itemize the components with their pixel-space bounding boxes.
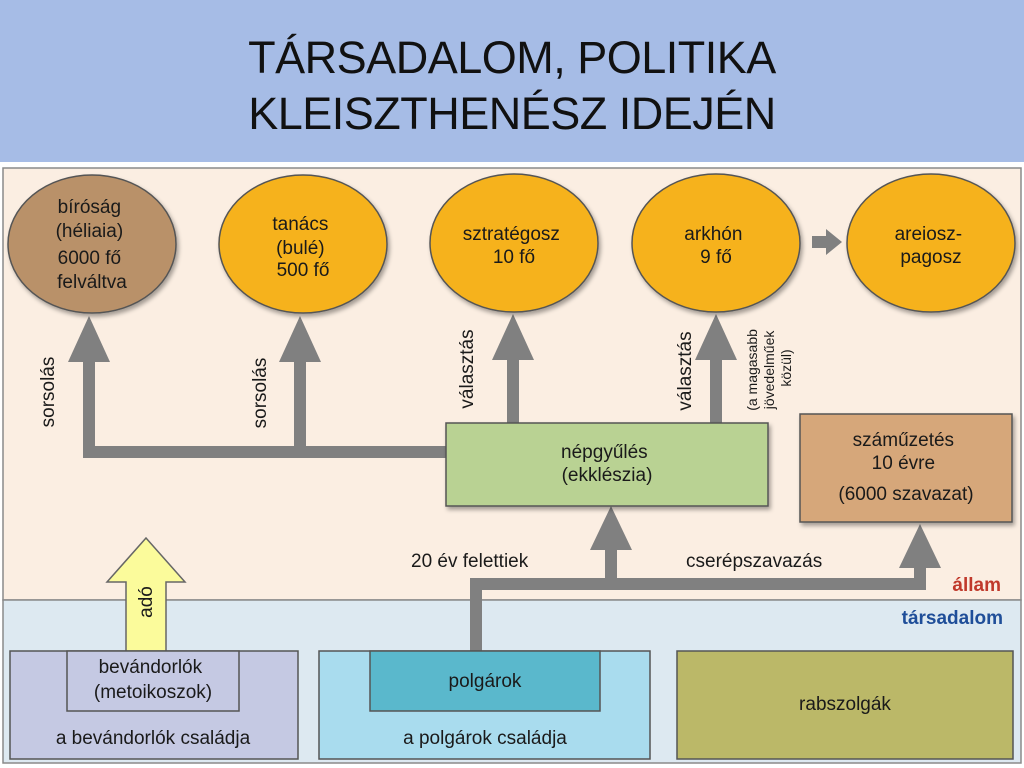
rabszolgak-label: rabszolgák	[799, 694, 891, 715]
sztrategosz-circle: sztratégosz 10 fő	[429, 173, 599, 313]
svg-text:areiosz- pagosz: areiosz- pagosz	[895, 224, 968, 268]
polgarok-label: polgárok	[449, 671, 522, 692]
tarsadalom-label: társadalom	[902, 608, 1003, 629]
allam-label: állam	[952, 575, 1001, 596]
ado-label: adó	[136, 586, 157, 618]
areiopagosz-line-2: pagosz	[900, 247, 961, 268]
nepgyules-box: népgyűlés (ekklészia)	[445, 422, 769, 507]
sorsolas-label-1: sorsolás	[38, 357, 59, 428]
bevandorlok-family-box: bevándorlók (metoikoszok) a bevándorlók …	[9, 650, 299, 760]
nepgyules-line-2: (ekklészia)	[562, 465, 653, 486]
tanacs-line-3: 500 fő	[277, 260, 330, 281]
birosag-line-1: bíróság	[58, 197, 121, 218]
ado-arrow	[105, 536, 187, 653]
areiopagosz-line-1: areiosz-	[895, 224, 963, 245]
bevandorlok-line-2: (metoikoszok)	[94, 682, 212, 703]
birosag-circle: bíróság (héliaia) 6000 fő felváltva	[7, 174, 177, 314]
areiopagosz-circle: areiosz- pagosz	[846, 173, 1016, 313]
arrow-network	[68, 229, 941, 656]
szamuzetes-line-2: 10 évre	[872, 453, 935, 474]
title-line-1: TÁRSADALOM, POLITIKA	[248, 32, 776, 83]
arkhon-note-line-2: jövedelműek	[761, 330, 777, 411]
sorsolas-label-2: sorsolás	[250, 358, 271, 429]
arkhon-line-1: arkhón	[684, 224, 742, 245]
bevandorlok-csaladja-label: a bevándorlók családja	[56, 728, 251, 749]
arkhon-note-line-3: közül)	[778, 349, 794, 386]
svg-text:tanács (bulé) 500: tanács (bulé) 500 fő	[272, 214, 333, 281]
valasztas-label-2: választás	[675, 331, 696, 410]
valasztas-label-1: választás	[457, 329, 478, 408]
tanacs-circle: tanács (bulé) 500 fő	[218, 174, 388, 314]
header-band	[0, 0, 1024, 162]
nepgyules-line-1: népgyűlés	[561, 442, 648, 463]
tanacs-line-1: tanács	[272, 214, 328, 235]
svg-text:bevándorlók (metoikoszok: bevándorlók (metoikoszok)	[94, 657, 212, 703]
page-title: TÁRSADALOM, POLITIKA KLEISZTHENÉSZ IDEJÉ…	[0, 30, 1024, 142]
svg-text:bíróság (héliaia): bíróság (héliaia) 6000 fő felváltva	[56, 197, 129, 293]
szamuzetes-line-1: száműzetés	[853, 430, 954, 451]
sztrategosz-line-2: 10 fő	[493, 247, 535, 268]
arkhon-circle: arkhón 9 fő	[631, 173, 801, 313]
tanacs-line-2: (bulé)	[276, 238, 325, 259]
szamuzetes-line-3: (6000 szavazat)	[838, 484, 973, 505]
arkhon-line-2: 9 fő	[700, 247, 732, 268]
svg-text:száműzetés 10 évre: száműzetés 10 évre (6000 szavazat)	[838, 430, 973, 505]
title-line-2: KLEISZTHENÉSZ IDEJÉN	[248, 88, 776, 139]
arkhon-note: (a magasabb jövedelműek közül)	[744, 325, 794, 411]
birosag-line-4: felváltva	[57, 272, 127, 293]
birosag-line-3: 6000 fő	[58, 248, 121, 269]
bevandorlok-line-1: bevándorlók	[99, 657, 203, 678]
arkhon-note-line-1: (a magasabb	[744, 329, 760, 411]
svg-text:sztratégosz 10 fő: sztratégosz 10 fő	[463, 224, 565, 268]
svg-text:arkhón 9 fő: arkhón 9 fő	[684, 224, 747, 268]
svg-text:népgyűlés (ekklészia): népgyűlés (ekklészia)	[561, 442, 653, 486]
cserepszavazas-label: cserépszavazás	[686, 551, 822, 572]
sztrategosz-line-1: sztratégosz	[463, 224, 560, 245]
polgarok-csaladja-label: a polgárok családja	[403, 728, 567, 749]
polgarok-family-box: polgárok a polgárok családja	[318, 650, 651, 760]
felettiek-label: 20 év felettiek	[411, 551, 529, 572]
birosag-line-2: (héliaia)	[56, 221, 124, 242]
rabszolgak-box: rabszolgák	[676, 650, 1014, 760]
szamuzetes-box: száműzetés 10 évre (6000 szavazat)	[799, 413, 1013, 523]
